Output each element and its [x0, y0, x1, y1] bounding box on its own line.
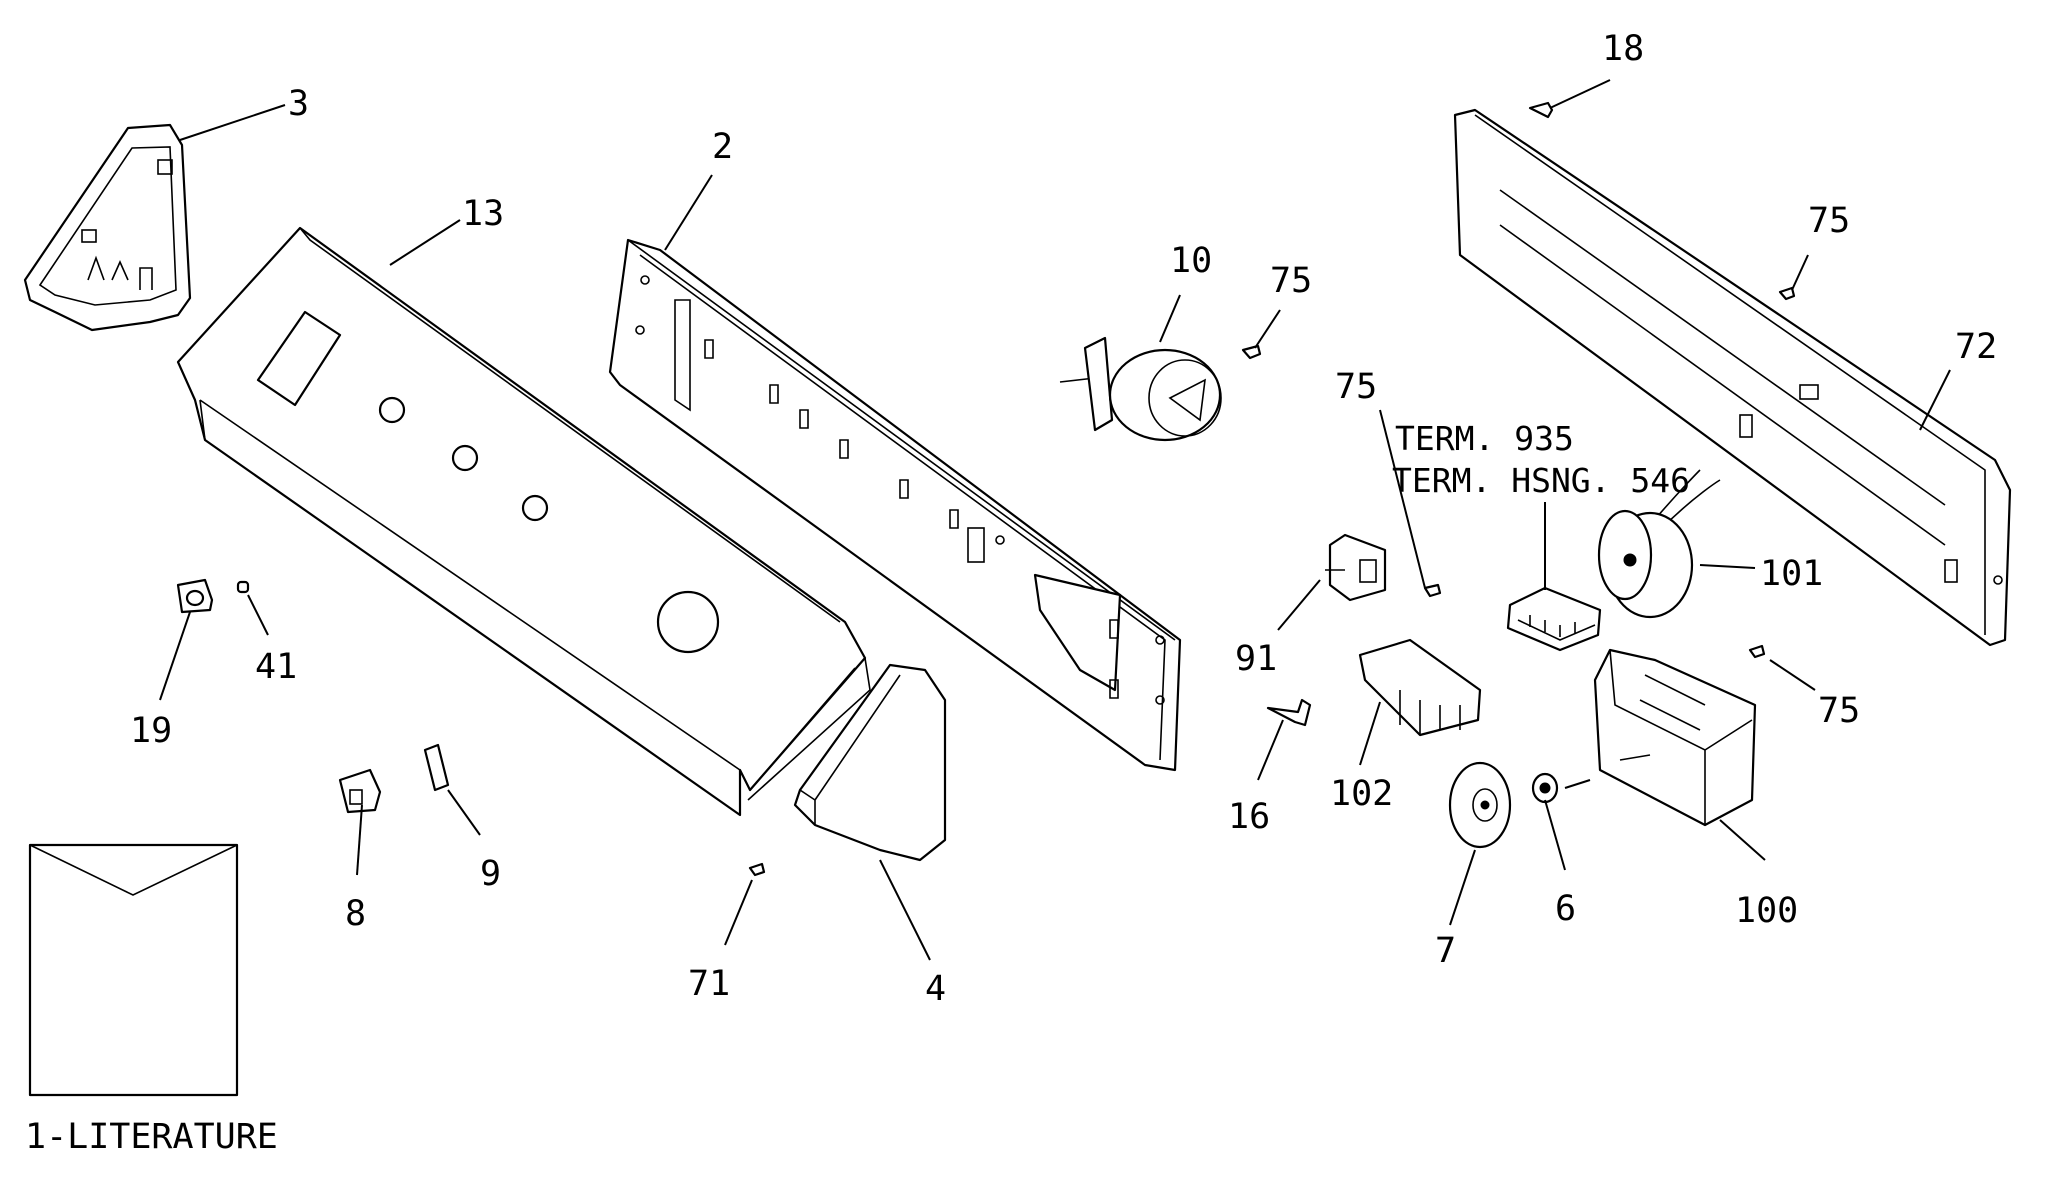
callout-7: 7: [1435, 931, 1456, 971]
callout-4: 4: [925, 969, 946, 1009]
callout-8: 8: [345, 894, 366, 934]
callout-100: 100: [1735, 891, 1798, 931]
terminal-housing-546: [1506, 586, 1602, 652]
part-6-nut: [1531, 772, 1559, 804]
term-935-label: TERM. 935: [1395, 419, 1574, 458]
small-parts-left: [176, 578, 450, 814]
callout-2: 2: [712, 127, 733, 167]
callout-19: 19: [130, 711, 172, 751]
part-100-timer: [1593, 648, 1757, 827]
literature-label: 1-LITERATURE: [25, 1117, 278, 1157]
part-91-switch: [1325, 533, 1387, 602]
part-4-right-end-cap: [793, 663, 947, 862]
part-13-console-panel: [176, 226, 871, 817]
literature-envelope: [28, 843, 239, 1097]
part-16-pin: [1266, 698, 1312, 727]
callout-10: 10: [1170, 241, 1212, 281]
term-housing-546-label: TERM. HSNG. 546: [1392, 461, 1690, 500]
callout-72: 72: [1955, 327, 1997, 367]
callout-6: 6: [1555, 889, 1576, 929]
callout-9: 9: [480, 854, 501, 894]
callout-75-b: 75: [1808, 201, 1850, 241]
terminal-labels: TERM. 935 TERM. HSNG. 546: [1392, 419, 1690, 590]
callout-41: 41: [255, 647, 297, 687]
callout-102: 102: [1330, 774, 1393, 814]
part-2-console-frame: [608, 238, 1182, 772]
callout-labels: 3 13 2 10 75 18 75 72 75 101 91 102 16 7…: [130, 29, 1997, 1009]
callout-13: 13: [462, 194, 504, 234]
callout-91: 91: [1235, 639, 1277, 679]
callout-101: 101: [1760, 554, 1823, 594]
callout-71: 71: [688, 964, 730, 1004]
callout-16: 16: [1228, 797, 1270, 837]
part-72-rear-panel: [1453, 108, 2012, 647]
callout-75-d: 75: [1818, 691, 1860, 731]
part-102-connector: [1358, 638, 1482, 737]
part-3-left-end-cap: [23, 123, 192, 332]
leader-lines: [159, 79, 1951, 961]
callout-3: 3: [288, 84, 309, 124]
callout-75-a: 75: [1270, 261, 1312, 301]
part-7-knob: [1448, 761, 1512, 849]
part-10-rotary-control: [1059, 336, 1222, 442]
screws: [748, 101, 1796, 877]
part-101-motor: [1597, 469, 1721, 619]
callout-18: 18: [1602, 29, 1644, 69]
callout-75-c: 75: [1335, 367, 1377, 407]
